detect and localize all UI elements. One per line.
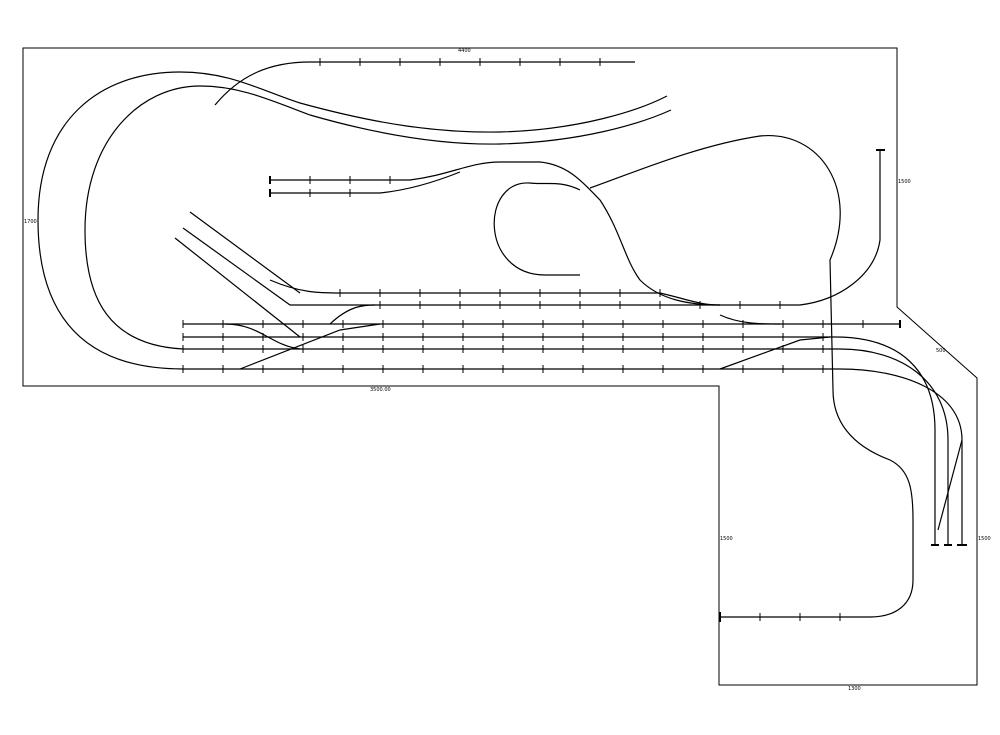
- crossover-1: [224, 323, 301, 350]
- inner-loop-track: [84, 85, 672, 350]
- yard-track-5: [183, 348, 949, 545]
- outer-loop-track: [37, 71, 668, 370]
- dim-left: 1700: [24, 219, 37, 225]
- teardrop-siding: [493, 182, 581, 276]
- yard-track-1: [269, 279, 721, 306]
- siding-upper-1: [270, 161, 721, 306]
- crossover-5: [719, 314, 781, 325]
- siding-c: [174, 237, 301, 338]
- dim-top: 4400: [458, 48, 471, 54]
- dim-diagonal: 500: [936, 348, 946, 354]
- tracks: [37, 61, 963, 618]
- dim-inner-vertical: 1500: [720, 536, 733, 542]
- dim-bottom-lower: 1300: [848, 686, 861, 692]
- baseboard-outline: [22, 47, 978, 686]
- dim-right-lower: 1500: [978, 536, 991, 542]
- yard-track-2: [290, 150, 881, 306]
- siding-a: [189, 211, 301, 294]
- upper-branch-track: [214, 61, 635, 106]
- dim-bottom-main: 3500.00: [370, 387, 391, 393]
- yard-track-6: [183, 368, 963, 545]
- crossover-6: [937, 439, 963, 531]
- crossover-3: [329, 304, 376, 325]
- dim-right-upper: 1500: [898, 179, 911, 185]
- yard-track-4: [183, 336, 936, 545]
- siding-upper-2: [270, 171, 461, 194]
- crossover-2: [239, 323, 381, 370]
- crossover-4: [719, 336, 831, 370]
- siding-b: [182, 227, 291, 306]
- track-joint-ticks: [182, 58, 864, 621]
- balloon-loop: [589, 135, 914, 618]
